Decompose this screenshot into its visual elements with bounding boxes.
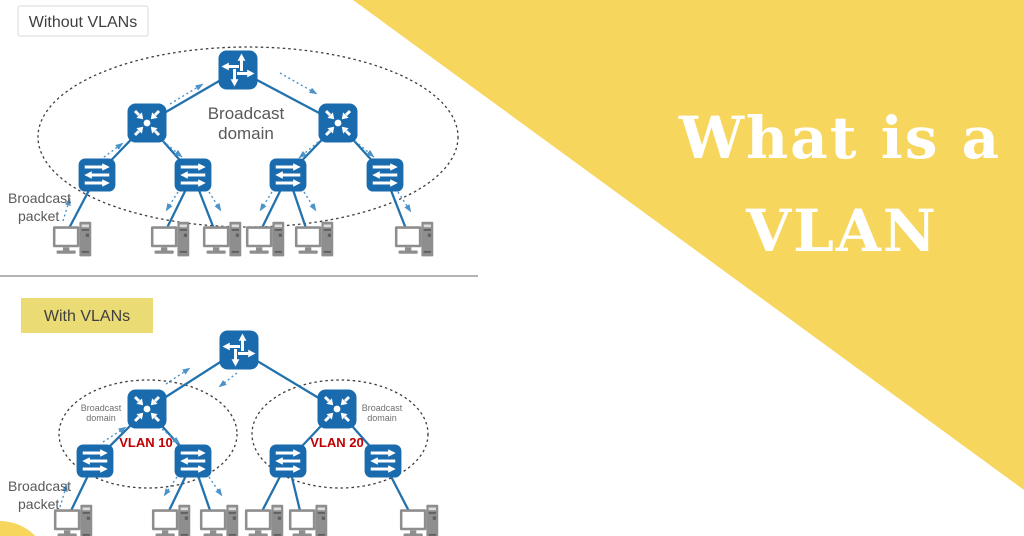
vlan20-label: VLAN 20	[310, 435, 363, 450]
l3-switch-icon	[319, 104, 358, 143]
broadcast-packet-label-bottom-line2: packet	[18, 496, 59, 512]
with-vlans-box	[21, 298, 153, 333]
banner-triangle	[353, 0, 1024, 490]
l3-switch-icon	[318, 390, 357, 429]
lan-switch-icon	[76, 444, 114, 478]
lan-switch-icon	[78, 158, 116, 192]
lan-switch-icon	[174, 444, 212, 478]
vlan20-domain-ellipse	[251, 379, 429, 489]
l3-switch-icon	[128, 390, 167, 429]
pc-icon	[202, 221, 242, 257]
with-vlans-label: With VLANs	[44, 308, 130, 325]
pc-icon	[150, 221, 190, 257]
broadcast-domain-right-line1: Broadcast	[362, 403, 403, 413]
pc-icon	[151, 504, 191, 536]
broadcast-packet-label-bottom-line1: Broadcast	[8, 478, 71, 494]
pc-icon	[53, 504, 93, 536]
broadcast-domain-right-line2: domain	[367, 413, 397, 423]
lan-switch-icon	[364, 444, 402, 478]
broadcast-packet-label-line2: packet	[18, 208, 59, 224]
network-links-top	[64, 68, 410, 235]
router-icon	[219, 330, 259, 370]
router-icon	[218, 50, 258, 90]
broadcast-domain-left-line1: Broadcast	[81, 403, 122, 413]
without-vlans-label: Without VLANs	[29, 14, 137, 31]
broadcast-domain-label-line1: Broadcast	[208, 104, 285, 123]
pc-icon	[199, 504, 239, 536]
broadcast-domain-label-line2: domain	[218, 124, 274, 143]
pc-icon	[52, 221, 92, 257]
l3-switch-icon	[128, 104, 167, 143]
vlan10-domain-ellipse	[58, 379, 238, 489]
broadcast-arrows-top	[62, 72, 412, 222]
broadcast-domain-left-line2: domain	[86, 413, 116, 423]
pc-icon	[294, 221, 334, 257]
broadcast-packet-label-line1: Broadcast	[8, 190, 71, 206]
pc-icon	[288, 504, 328, 536]
vlan10-label: VLAN 10	[119, 435, 172, 450]
broadcast-domain-ellipse	[37, 46, 459, 228]
pc-icon	[244, 504, 284, 536]
corner-accent-circle	[0, 521, 36, 536]
lan-switch-icon	[269, 444, 307, 478]
pc-icon	[245, 221, 285, 257]
pc-icon	[394, 221, 434, 257]
lan-switch-icon	[269, 158, 307, 192]
lan-switch-icon	[366, 158, 404, 192]
lan-switch-icon	[174, 158, 212, 192]
without-vlans-box	[17, 5, 149, 37]
page-title-line2: VLAN	[745, 197, 938, 265]
page-title-line1: What is a	[678, 104, 1001, 172]
broadcast-arrows-bottom	[59, 367, 238, 508]
pc-icon	[399, 504, 439, 536]
